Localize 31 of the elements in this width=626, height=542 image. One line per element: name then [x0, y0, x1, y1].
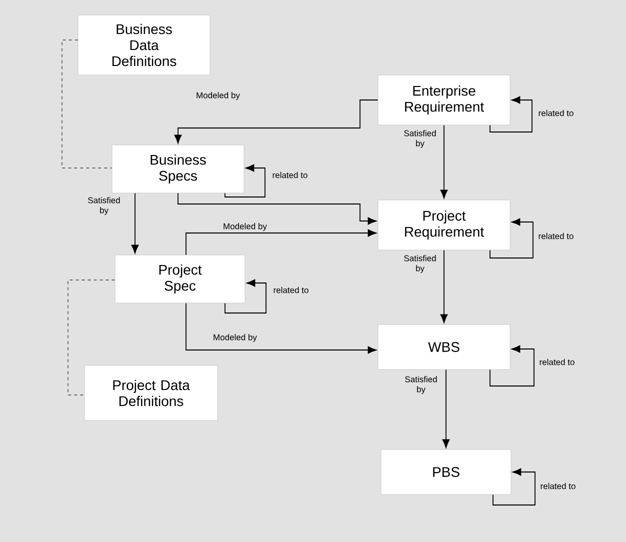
edge-label: Modeled by — [222, 222, 268, 232]
edge-label: Satisfied by — [403, 375, 439, 395]
edge-label: Satisfied by — [402, 129, 438, 149]
entity-box: Business Data Definitions — [78, 14, 210, 76]
arrow — [490, 96, 532, 132]
entity-box: Project Data Definitions — [84, 365, 218, 421]
arrow — [490, 218, 534, 258]
entity-box: Business Specs — [112, 144, 244, 194]
arrow — [440, 124, 448, 198]
connector-line — [68, 280, 116, 396]
arrow — [440, 250, 448, 323]
edge-label: Modeled by — [212, 333, 258, 343]
arrow — [131, 192, 139, 254]
entity-box: Project Requirement — [378, 200, 510, 250]
arrow — [186, 229, 376, 256]
entity-box: Enterprise Requirement — [378, 74, 510, 126]
arrow — [492, 468, 536, 506]
entity-box: Project Spec — [114, 254, 246, 304]
arrow — [224, 279, 266, 314]
entity-box: WBS — [378, 324, 510, 370]
connector-line — [62, 40, 112, 168]
edge-label: Satisfied by — [402, 254, 438, 274]
edge-label: Satisfied by — [86, 196, 122, 216]
arrow — [174, 100, 378, 144]
arrow — [442, 369, 450, 448]
arrow — [490, 345, 534, 386]
edge-label: Modeled by — [195, 91, 241, 101]
arrow — [186, 302, 376, 354]
arrow — [178, 192, 376, 225]
arrow — [224, 164, 266, 198]
entity-box: PBS — [380, 449, 512, 495]
